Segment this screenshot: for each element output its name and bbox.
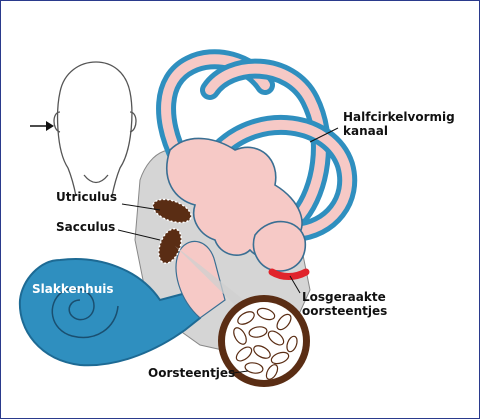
label-halfcirkel-line1: Halfcirkelvormig bbox=[343, 110, 455, 124]
label-losgeraakte-line1: Losgeraakte bbox=[302, 290, 387, 304]
arrow-icon bbox=[30, 121, 54, 131]
ampulla bbox=[254, 222, 306, 271]
label-losgeraakte-oorsteentjes: Losgeraakte oorsteentjes bbox=[302, 290, 387, 318]
label-oorsteentjes: Oorsteentjes bbox=[148, 366, 235, 380]
head-shape bbox=[58, 62, 132, 196]
label-slakkenhuis: Slakkenhuis bbox=[32, 282, 114, 296]
label-halfcirkel-line2: kanaal bbox=[343, 124, 455, 138]
label-sacculus: Sacculus bbox=[56, 220, 115, 234]
head-outline bbox=[54, 62, 136, 196]
label-losgeraakte-line2: oorsteentjes bbox=[302, 304, 387, 318]
neck-line bbox=[84, 175, 108, 183]
label-utriculus: Utriculus bbox=[56, 190, 117, 204]
label-halfcirkelvormig-kanaal: Halfcirkelvormig kanaal bbox=[343, 110, 455, 138]
